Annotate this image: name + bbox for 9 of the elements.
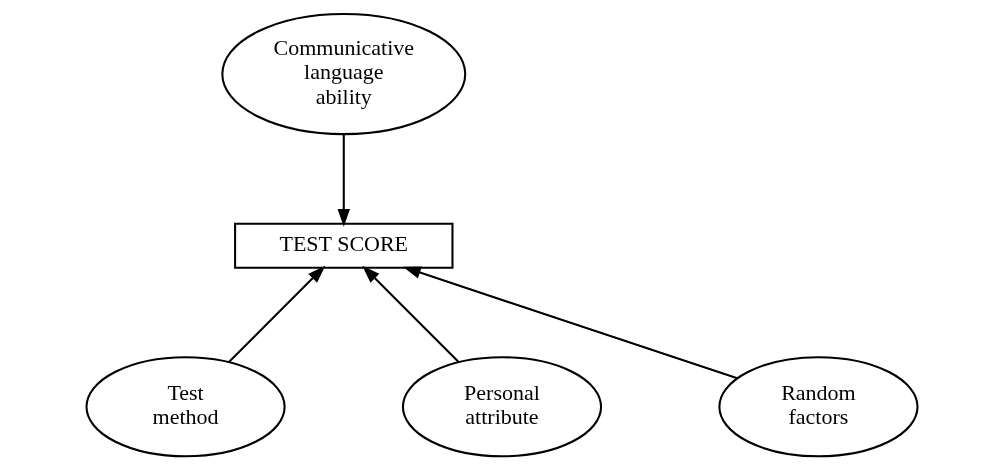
- node-ellipse: Personal attribute: [401, 356, 602, 458]
- arrow: [402, 266, 738, 380]
- arrow: [361, 265, 459, 363]
- node-ellipse: Random factors: [717, 356, 919, 458]
- node-ellipse: Test method: [84, 356, 286, 458]
- arrow: [227, 265, 325, 363]
- node-box: TEST SCORE: [233, 222, 453, 269]
- node-ellipse: Communicative language ability: [220, 12, 466, 136]
- arrow: [337, 134, 350, 227]
